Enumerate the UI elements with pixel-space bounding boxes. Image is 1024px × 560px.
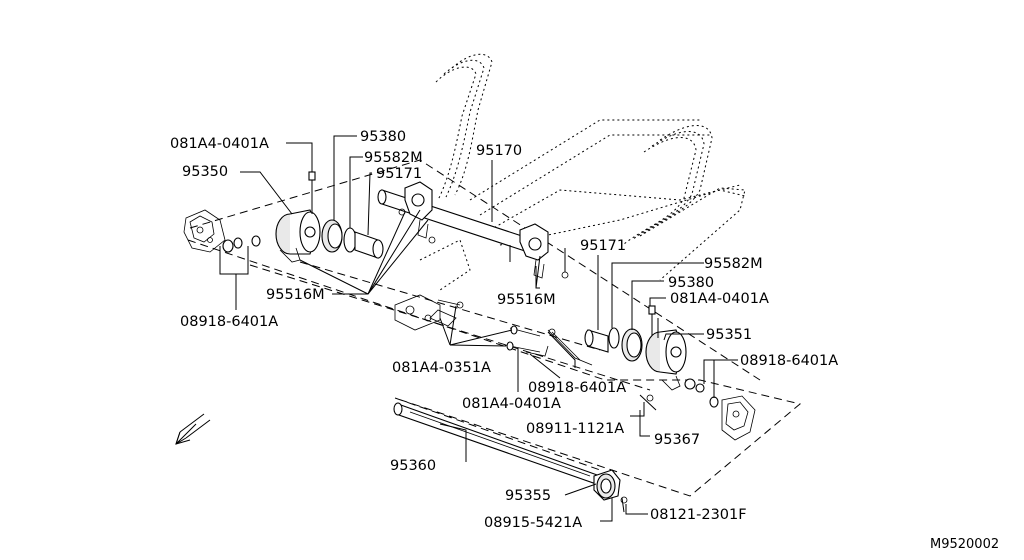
label-95516m-left: 95516M: [266, 287, 325, 303]
label-95171-right: 95171: [580, 238, 626, 254]
label-95171-top: 95171: [376, 166, 422, 182]
label-081a4-0401a-mid: 081A4-0401A: [462, 396, 561, 412]
label-95516m-right: 95516M: [497, 292, 556, 308]
label-95367: 95367: [654, 432, 700, 448]
diagram-code: M9520002: [930, 537, 999, 552]
label-95582m-top: 95582M: [364, 150, 423, 166]
label-081a4-0351a: 081A4-0351A: [392, 360, 491, 376]
label-08918-6401a-right: 08918-6401A: [740, 353, 838, 369]
vehicle-frame-outline: [394, 53, 746, 331]
front-direction-arrow-icon: [175, 413, 211, 445]
label-081a4-0401a-top: 081A4-0401A: [170, 136, 269, 152]
label-95380-right: 95380: [668, 275, 714, 291]
label-08918-6401a-mid: 08918-6401A: [528, 380, 626, 396]
part-labels: 081A4-0401A 95380 95582M 95350 95171 951…: [170, 129, 999, 552]
left-mount-assembly: [183, 171, 384, 263]
label-08911-1121a: 08911-1121A: [526, 421, 624, 437]
label-95351: 95351: [706, 327, 752, 343]
label-08915-5421a: 08915-5421A: [484, 515, 582, 531]
label-95355: 95355: [505, 488, 551, 504]
label-95360: 95360: [390, 458, 436, 474]
shaft-95360: [393, 402, 628, 516]
label-95350: 95350: [182, 164, 228, 180]
label-081a4-0401a-right: 081A4-0401A: [670, 291, 769, 307]
label-95380-top: 95380: [360, 129, 406, 145]
label-95582m-right: 95582M: [704, 256, 763, 272]
exploded-view-boundaries: [187, 159, 802, 497]
leader-lines: [219, 135, 738, 522]
right-mount-assembly: [584, 305, 756, 441]
cross-tube-95170: [377, 181, 569, 279]
label-08918-6401a-left: 08918-6401A: [180, 314, 278, 330]
mid-bolts-cluster: [429, 299, 593, 366]
label-95170: 95170: [476, 143, 522, 159]
label-08121-2301f: 08121-2301F: [650, 507, 747, 523]
